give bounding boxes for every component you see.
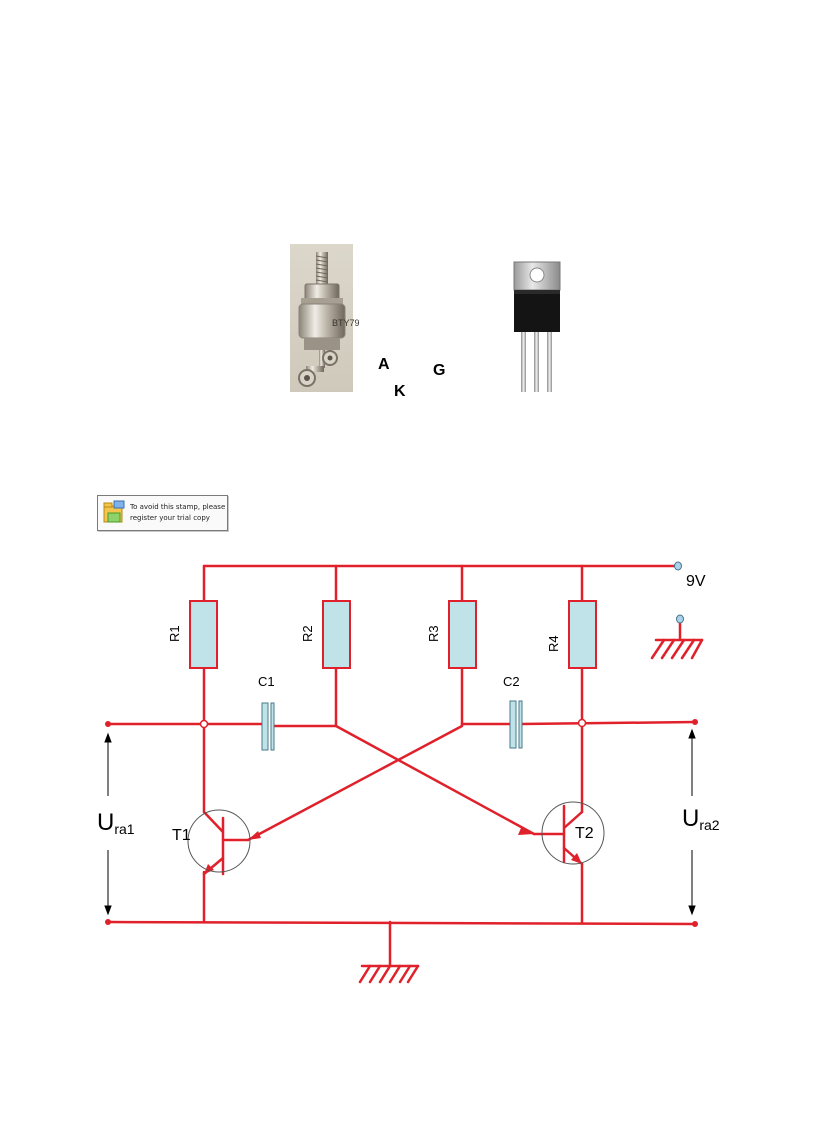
stud-thyristor-image: BTY79 bbox=[290, 244, 360, 392]
t2-base-arrow bbox=[518, 828, 534, 835]
t1-base-arrow bbox=[248, 831, 261, 840]
output1-label: Ura1 bbox=[97, 809, 135, 837]
stud-thyristor-marking: BTY79 bbox=[332, 318, 360, 328]
t1-label: T1 bbox=[172, 827, 191, 844]
output1-symbol: U bbox=[97, 809, 114, 836]
output2-label: Ura2 bbox=[682, 805, 720, 833]
ground-terminal bbox=[676, 614, 684, 624]
voltage-arrows bbox=[104, 728, 696, 916]
t2-label: T2 bbox=[575, 825, 594, 842]
output1-top-terminal bbox=[105, 721, 111, 727]
t1-envelope bbox=[187, 809, 251, 873]
output2-bottom-terminal bbox=[692, 921, 698, 927]
output1-bottom-terminal bbox=[105, 919, 111, 925]
stud-thyristor-photo: BTY79 bbox=[290, 244, 360, 392]
resistor-r2 bbox=[322, 600, 351, 669]
trial-stamp: To avoid this stamp, please register you… bbox=[97, 495, 228, 531]
output2-subscript: ra2 bbox=[699, 817, 719, 833]
anode-label: A bbox=[378, 356, 390, 373]
capacitor-c1-plate-b bbox=[270, 702, 275, 751]
stamp-text: To avoid this stamp, please register you… bbox=[130, 503, 226, 522]
output2-symbol: U bbox=[682, 805, 699, 832]
output1-subscript: ra1 bbox=[114, 821, 134, 837]
r3-label: R3 bbox=[426, 625, 441, 642]
c2-label: C2 bbox=[503, 674, 520, 689]
junction-node bbox=[577, 718, 587, 728]
r2-label: R2 bbox=[300, 625, 315, 642]
resistor-r3 bbox=[448, 600, 477, 669]
supply-terminal bbox=[674, 561, 682, 571]
c1-label: C1 bbox=[258, 674, 275, 689]
t2-emitter-arrow bbox=[571, 853, 582, 864]
gate-label: G bbox=[433, 362, 446, 379]
wires bbox=[106, 564, 704, 984]
t1-emitter-arrow bbox=[204, 864, 214, 874]
t2-envelope bbox=[541, 801, 605, 865]
resistor-r1 bbox=[189, 600, 218, 669]
capacitor-c2-plate-b bbox=[518, 700, 523, 749]
output2-top-terminal bbox=[692, 719, 698, 725]
junction-node bbox=[199, 719, 209, 729]
cathode-label: K bbox=[394, 383, 406, 400]
stamp-folder-icon bbox=[103, 500, 125, 523]
supply-voltage-label: 9V bbox=[686, 573, 706, 590]
r1-label: R1 bbox=[167, 625, 182, 642]
capacitor-c1-plate-a bbox=[261, 702, 269, 751]
r4-label: R4 bbox=[546, 635, 561, 652]
resistor-r4 bbox=[568, 600, 597, 669]
to220-thyristor-image bbox=[513, 261, 561, 392]
to220-thyristor-photo bbox=[512, 260, 562, 392]
capacitor-c2-plate-a bbox=[509, 700, 517, 749]
